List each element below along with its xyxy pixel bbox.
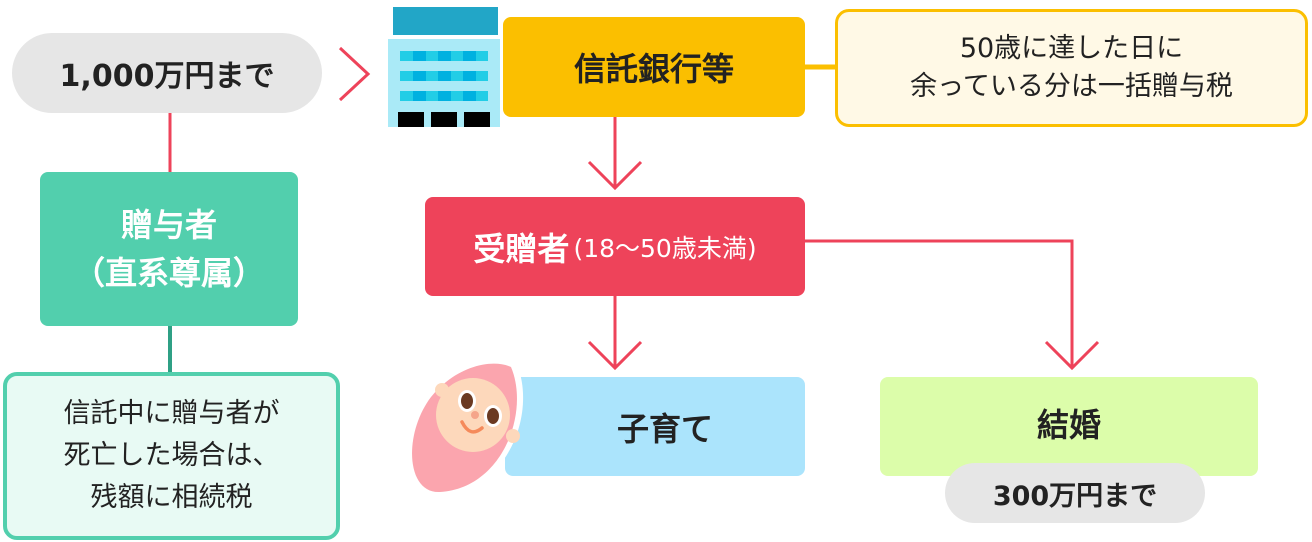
arrow-right-icon [338, 46, 371, 102]
age50-note: 50歳に達した日に 余っている分は一括贈与税 [835, 9, 1308, 127]
donor-box: 贈与者 （直系尊属） [40, 172, 298, 326]
recipient-box: 受贈者 (18〜50歳未満) [425, 197, 805, 296]
baby-icon [405, 358, 524, 499]
arrow-down-icon [1044, 340, 1100, 371]
bank-building-icon [388, 7, 500, 127]
arrow-down-icon [587, 160, 643, 191]
marriage-box: 結婚 [880, 377, 1258, 476]
marriage-limit-badge: 300万円まで [945, 463, 1205, 523]
donor-death-note: 信託中に贈与者が 死亡した場合は、 残額に相続税 [3, 372, 340, 540]
childcare-box: 子育て [505, 377, 805, 476]
trust-bank-box: 信託銀行等 [503, 17, 805, 117]
arrow-down-icon [587, 340, 643, 371]
amount-limit-badge: 1,000万円まで [12, 33, 322, 113]
